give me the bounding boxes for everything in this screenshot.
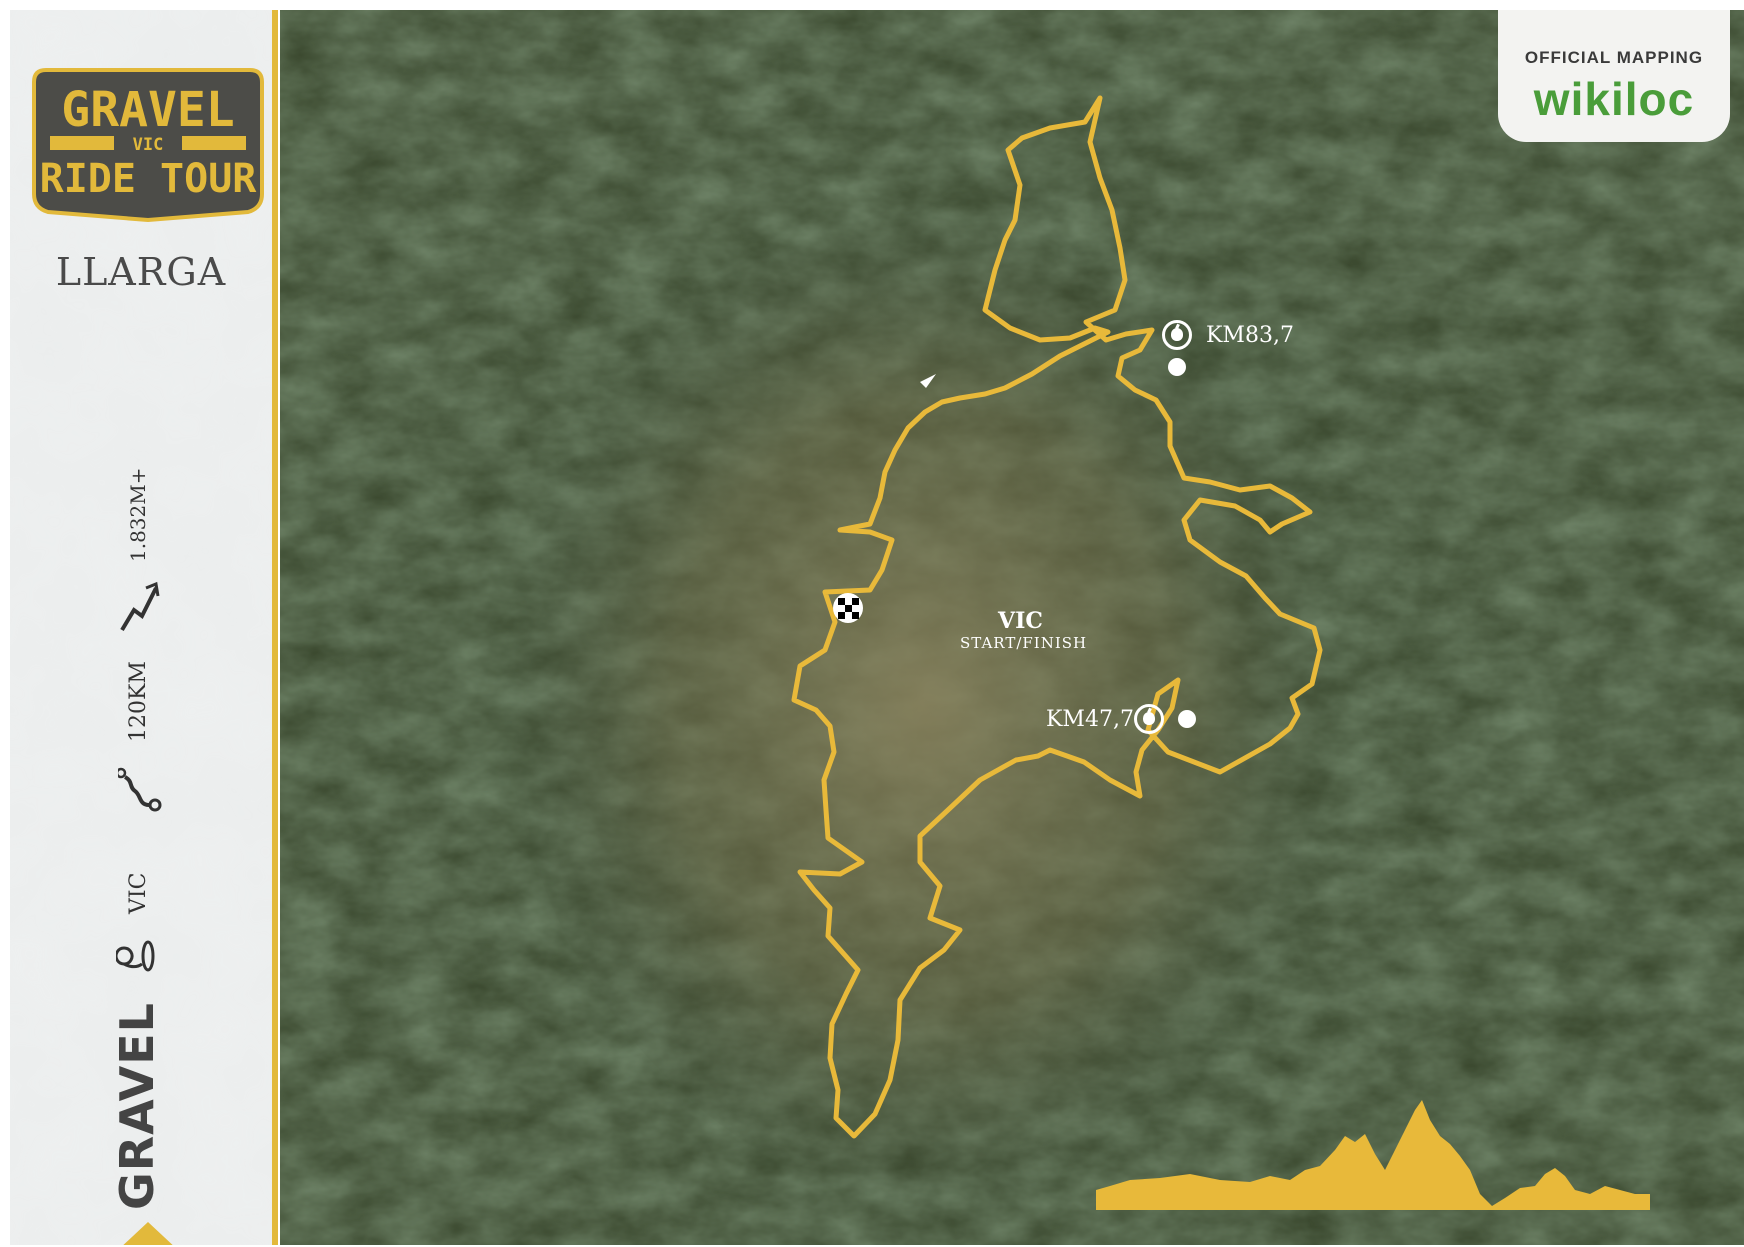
start-finish-label: START/FINISH: [960, 634, 1088, 652]
logo-line2: VIC: [133, 135, 164, 155]
route-direction-arrow: [920, 374, 936, 388]
aid-station-north-dot: [1168, 358, 1186, 376]
official-mapping-badge[interactable]: OFFICIAL MAPPING wikiloc: [1498, 10, 1730, 142]
sidebar-divider: [272, 10, 278, 1245]
location-pin-icon: [116, 940, 155, 972]
start-location-label: VIC: [126, 872, 151, 914]
aid-station-apple-icon: [1162, 320, 1192, 350]
wikiloc-logo: wikiloc: [1533, 73, 1695, 125]
logo-line1: GRAVEL: [61, 82, 234, 138]
aid-station-north-label: KM83,7: [1206, 323, 1294, 348]
city-label: VIC: [998, 608, 1043, 634]
elevation-profile: [1096, 1100, 1650, 1210]
map-area: OFFICIAL MAPPING wikiloc KM83,7 KM47,7 V…: [280, 10, 1744, 1245]
elevation-icon: [120, 581, 160, 632]
satellite-map: [280, 10, 1744, 1245]
sidebar-arrow-marker: [123, 1222, 173, 1245]
gravel-ride-tour-logo: GRAVEL VIC RIDE TOUR: [32, 68, 264, 222]
start-finish-flag-icon: [833, 593, 863, 623]
sidebar: GRAVEL VIC RIDE TOUR LLARGA GRAVEL VIC 1…: [10, 10, 272, 1245]
category-label: GRAVEL: [110, 1002, 164, 1210]
aid-station-apple-icon: [1134, 704, 1164, 734]
route-icon: [118, 767, 162, 812]
logo-line3: RIDE TOUR: [40, 156, 258, 202]
aid-station-south-dot: [1178, 710, 1196, 728]
route-line: [791, 95, 1323, 1139]
elevation-label: 1.832M+: [126, 467, 150, 563]
route-subtitle: LLARGA: [55, 250, 227, 294]
aid-station-south-label: KM47,7: [1046, 707, 1134, 732]
badge-caption: OFFICIAL MAPPING: [1524, 48, 1704, 67]
distance-label: 120KM: [126, 661, 151, 742]
